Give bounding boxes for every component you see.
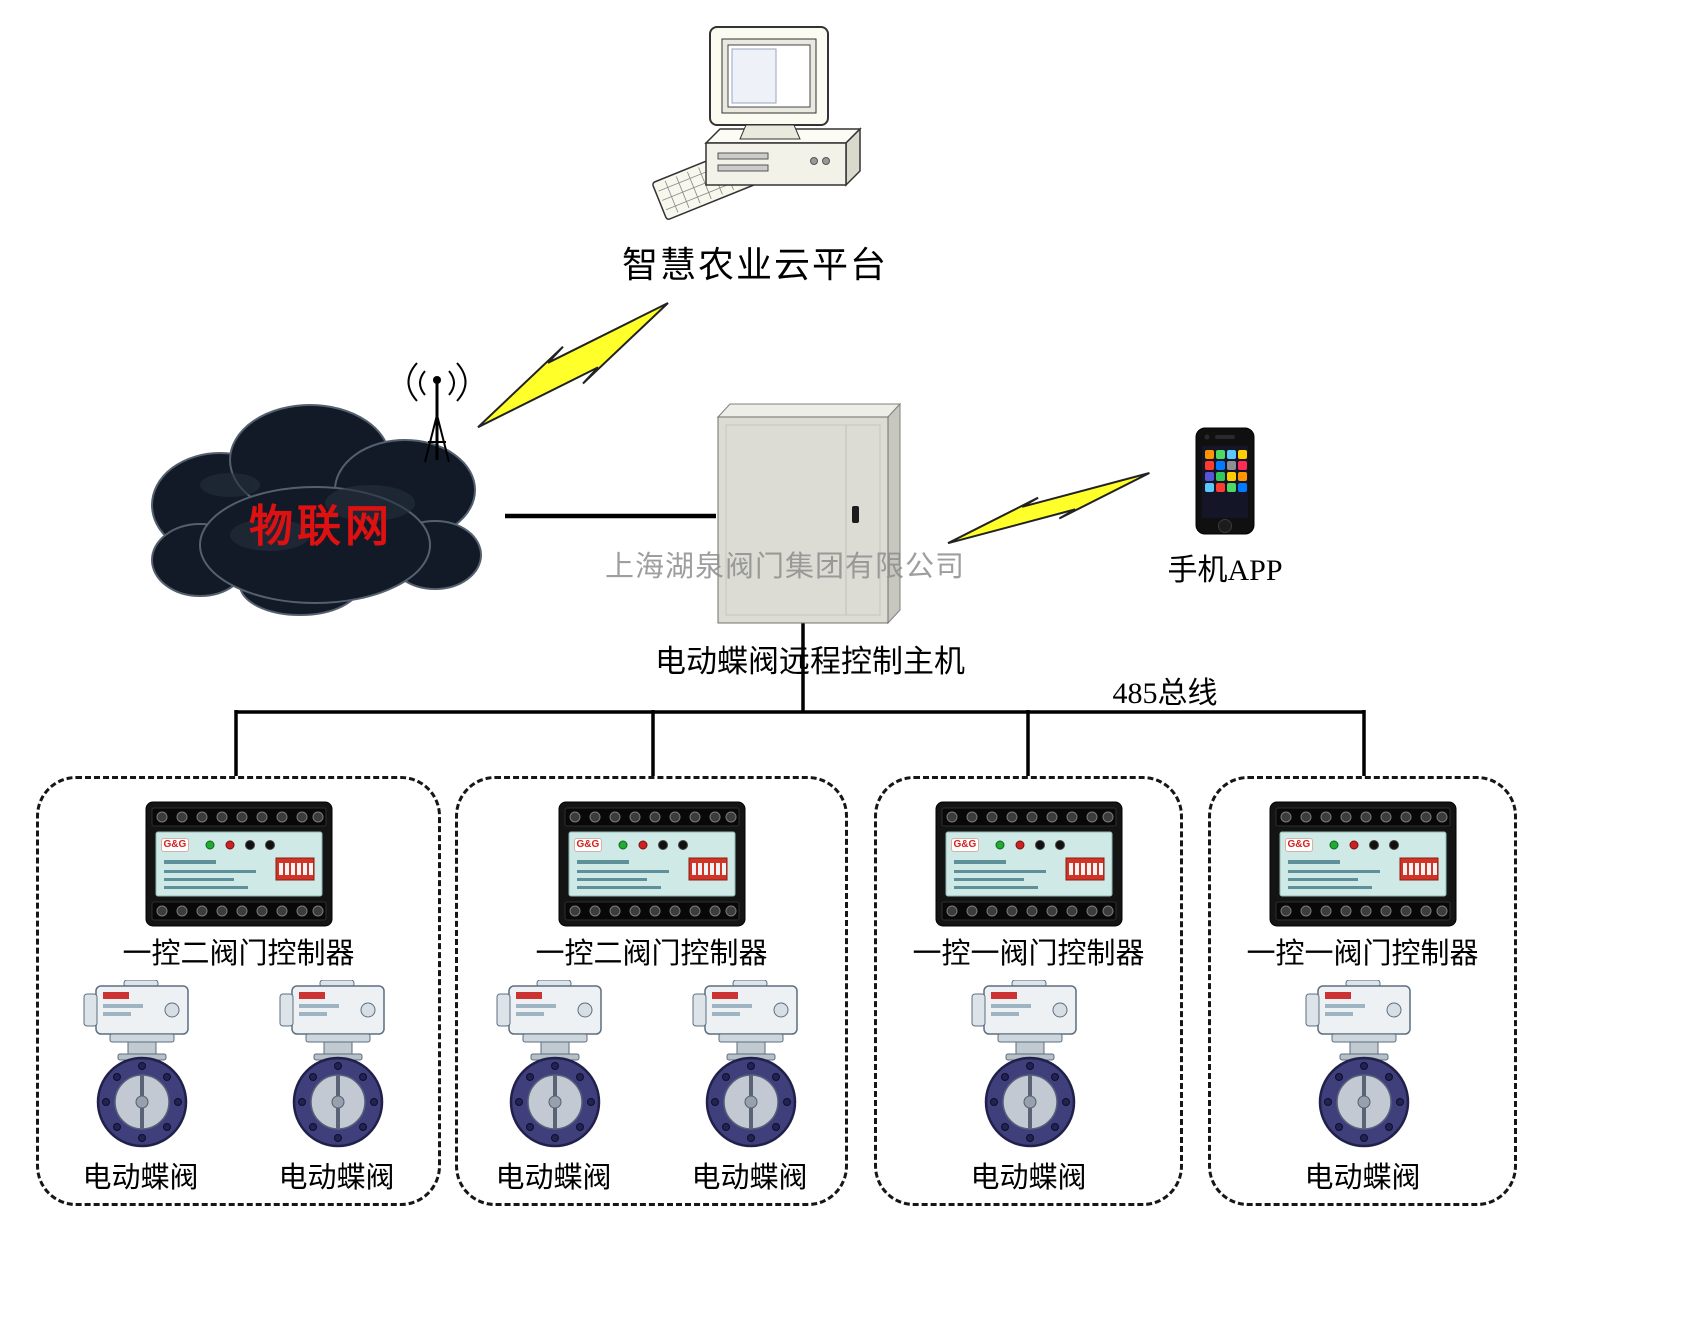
controller-label: 一控一阀门控制器 bbox=[912, 938, 1145, 970]
phone-app-label: 手机APP bbox=[1167, 554, 1283, 587]
bus-485-lines bbox=[234, 513, 1366, 778]
valve-label: 电动蝶阀 bbox=[691, 1162, 808, 1194]
valve-controller-device: G&G bbox=[144, 800, 334, 928]
valve-controller-device: G&G bbox=[934, 800, 1124, 928]
valve-controller-device: G&G bbox=[1268, 800, 1458, 928]
valve-group-4: G&G 一控一阀门控制器 电动蝶阀 bbox=[1208, 776, 1517, 1206]
valve-unit: 电动蝶阀 bbox=[66, 980, 216, 1196]
iot-cloud-icon bbox=[151, 404, 482, 616]
butterfly-valve-icon bbox=[479, 980, 629, 1152]
computer-icon bbox=[652, 26, 862, 220]
watermark-text: 上海湖泉阀门集团有限公司 bbox=[604, 551, 965, 583]
smartphone-icon bbox=[1195, 427, 1255, 535]
valve-group-3: G&G 一控一阀门控制器 电动蝶阀 bbox=[874, 776, 1183, 1206]
valve-controller-icon bbox=[1268, 800, 1458, 928]
valves-row: 电动蝶阀 电动蝶阀 bbox=[479, 980, 825, 1196]
iot-cloud-label: 物联网 bbox=[249, 502, 393, 551]
bus-485-label: 485总线 bbox=[1112, 677, 1218, 710]
controller-logo: G&G bbox=[573, 838, 603, 852]
valve-group-2: G&G 一控二阀门控制器 电动蝶阀 电动蝶阀 bbox=[455, 776, 848, 1206]
antenna-icon bbox=[407, 362, 467, 463]
valve-label: 电动蝶阀 bbox=[278, 1162, 395, 1194]
valve-unit: 电动蝶阀 bbox=[954, 980, 1104, 1196]
butterfly-valve-icon bbox=[1288, 980, 1438, 1152]
controller-logo: G&G bbox=[950, 838, 980, 852]
controller-logo: G&G bbox=[1284, 838, 1314, 852]
valve-unit: 电动蝶阀 bbox=[1288, 980, 1438, 1196]
controller-label: 一控二阀门控制器 bbox=[122, 938, 355, 970]
valve-unit: 电动蝶阀 bbox=[675, 980, 825, 1196]
cloud-platform-label: 智慧农业云平台 bbox=[621, 245, 888, 285]
controller-label: 一控一阀门控制器 bbox=[1246, 938, 1479, 970]
butterfly-valve-icon bbox=[262, 980, 412, 1152]
lightning-bolt-host-to-phone-icon bbox=[946, 471, 1151, 545]
butterfly-valve-icon bbox=[66, 980, 216, 1152]
valves-row: 电动蝶阀 电动蝶阀 bbox=[66, 980, 412, 1196]
valve-label: 电动蝶阀 bbox=[1304, 1162, 1421, 1194]
valves-row: 电动蝶阀 bbox=[954, 980, 1104, 1196]
valve-group-1: G&G 一控二阀门控制器 电动蝶阀 电动蝶阀 bbox=[36, 776, 441, 1206]
valve-unit: 电动蝶阀 bbox=[479, 980, 629, 1196]
valve-controller-device: G&G bbox=[557, 800, 747, 928]
controller-label: 一控二阀门控制器 bbox=[535, 938, 768, 970]
valve-label: 电动蝶阀 bbox=[970, 1162, 1087, 1194]
valve-label: 电动蝶阀 bbox=[495, 1162, 612, 1194]
butterfly-valve-icon bbox=[954, 980, 1104, 1152]
control-cabinet-icon bbox=[716, 402, 902, 625]
butterfly-valve-icon bbox=[675, 980, 825, 1152]
host-label: 电动蝶阀远程控制主机 bbox=[655, 644, 965, 679]
valve-controller-icon bbox=[144, 800, 334, 928]
valve-controller-icon bbox=[934, 800, 1124, 928]
valve-unit: 电动蝶阀 bbox=[262, 980, 412, 1196]
valve-controller-icon bbox=[557, 800, 747, 928]
controller-logo: G&G bbox=[160, 838, 190, 852]
valves-row: 电动蝶阀 bbox=[1288, 980, 1438, 1196]
lightning-bolt-cloud-to-platform-icon bbox=[476, 301, 670, 429]
valve-label: 电动蝶阀 bbox=[82, 1162, 199, 1194]
